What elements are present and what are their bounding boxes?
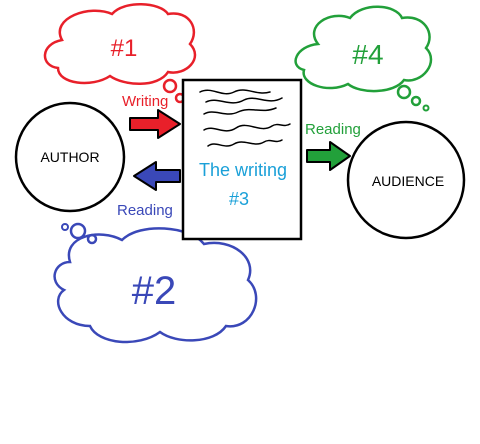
- reading-back-arrow: Reading: [117, 161, 181, 219]
- author-label: AUTHOR: [40, 149, 99, 165]
- cloud-2-bubble: [61, 223, 69, 231]
- cloud-2-bubble: [69, 222, 87, 240]
- thought-cloud-1: #1: [43, 3, 197, 111]
- author-circle: [14, 101, 126, 213]
- cloud-2-label: #2: [132, 269, 177, 313]
- writing-title: The writing: [199, 160, 287, 180]
- cloud-2-bubble: [86, 233, 98, 245]
- cloud-1-bubble: [162, 78, 178, 94]
- audience-node: AUDIENCE: [346, 120, 466, 240]
- thought-cloud-2: #2: [53, 222, 258, 344]
- arrow-right-icon: [306, 141, 351, 171]
- cloud-4-bubble: [422, 104, 430, 112]
- writing-document: The writing #3: [181, 78, 303, 241]
- audience-circle: [346, 120, 466, 240]
- writing-box: [181, 78, 303, 241]
- reading-out-arrow: Reading: [305, 121, 361, 171]
- reading-back-arrow-label: Reading: [117, 202, 173, 219]
- cloud-1-outline: [43, 3, 197, 85]
- cloud-4-outline: [294, 5, 433, 93]
- writing-number: #3: [229, 189, 249, 209]
- thought-cloud-4: #4: [294, 5, 433, 112]
- cloud-4-label: #4: [352, 39, 383, 70]
- author-node: AUTHOR: [14, 101, 126, 213]
- audience-label: AUDIENCE: [372, 173, 444, 189]
- cloud-4-bubble: [410, 95, 422, 107]
- cloud-4-bubble: [396, 84, 412, 100]
- scribble-lines-icon: [199, 89, 291, 147]
- writing-arrow: Writing: [122, 93, 181, 139]
- arrow-left-icon: [133, 161, 181, 191]
- cloud-1-label: #1: [111, 35, 138, 62]
- cloud-2-outline: [53, 227, 258, 344]
- writing-arrow-label: Writing: [122, 93, 168, 110]
- reading-out-arrow-label: Reading: [305, 121, 361, 138]
- arrow-right-icon: [129, 109, 181, 139]
